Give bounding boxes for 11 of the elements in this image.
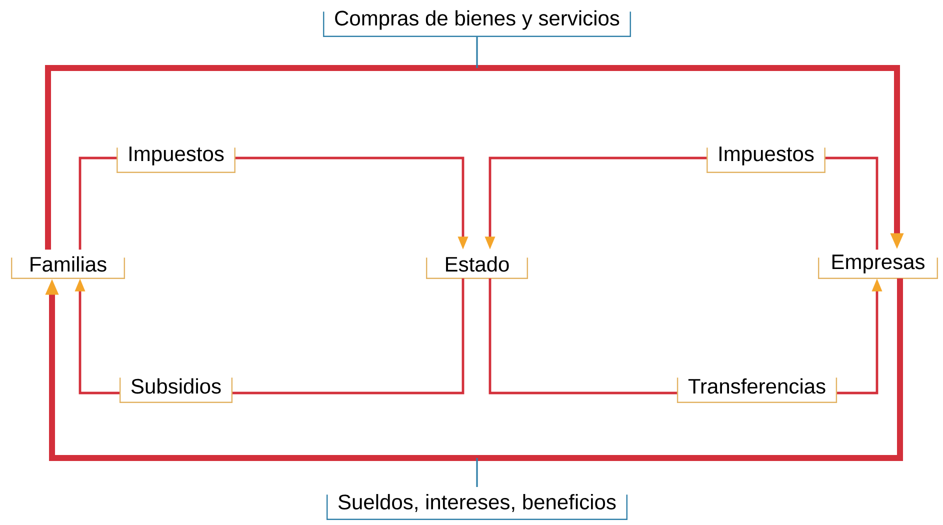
arrow — [45, 278, 903, 461]
edge-label: Sueldos, intereses, beneficios — [326, 487, 628, 520]
label-box: Empresas — [818, 250, 938, 279]
edge-label: Subsidios — [119, 370, 233, 403]
arrow — [45, 65, 904, 250]
label-box: Estado — [426, 250, 528, 279]
edge-label: Compras de bienes y servicios — [323, 4, 631, 37]
edge-label: Transferencias — [676, 370, 838, 403]
label-box: Familias — [11, 250, 125, 279]
edge-label: Impuestos — [706, 140, 826, 173]
edge-label: Impuestos — [116, 140, 236, 173]
